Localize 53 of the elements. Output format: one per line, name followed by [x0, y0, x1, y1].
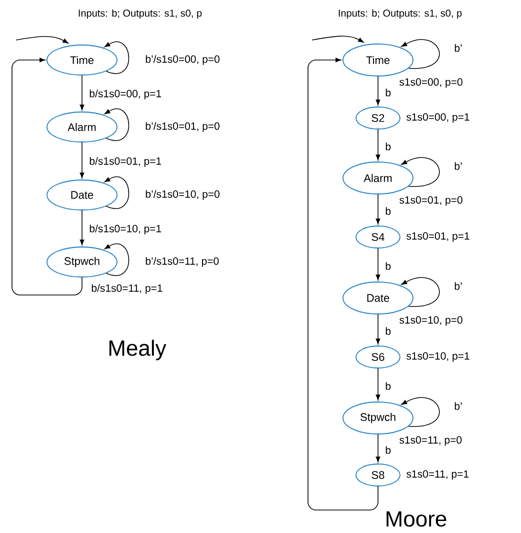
edge-label: b’/s1s0=10, p=0 [144, 189, 221, 201]
output-label: s1s0=10, p=1 [406, 352, 470, 362]
machine-label: Moore [386, 511, 446, 527]
edge-label: b’ [453, 281, 464, 291]
edge-label: b’/s1s0=11, p=0 [144, 256, 220, 268]
output-label: s1s0=01, p=1 [406, 232, 470, 242]
edge-label: b’ [453, 43, 464, 53]
edge-label: b/s1s0=00, p=1 [88, 88, 163, 100]
self-loop-arrow [104, 108, 130, 141]
edge-label: b [384, 88, 392, 98]
output-label: s1s0=10, p=0 [400, 316, 462, 326]
arrow [376, 314, 380, 344]
self-loop-arrow [401, 397, 440, 427]
self-loop-arrow [104, 42, 130, 74]
edge-label: b/s1s0=01, p=1 [88, 156, 163, 168]
start-arrow [16, 36, 68, 44]
arrow [80, 142, 84, 178]
edge-label: b [384, 206, 392, 216]
self-loop-arrow [104, 244, 130, 276]
self-loop-arrow [401, 277, 440, 307]
start-arrow [312, 36, 364, 43]
edge-label: b [384, 381, 392, 391]
edge-label: b [384, 142, 392, 152]
machine-label: Mealy [109, 340, 166, 360]
output-label: s1s0=01, p=0 [400, 196, 462, 206]
edge-label: b’/s1s0=00, p=0 [144, 54, 221, 66]
edge-label: b’ [453, 161, 464, 171]
heading: Inputs: b; Outputs: s1, s0, p [78, 9, 202, 19]
edge-label: b’/s1s0=01, p=0 [144, 121, 221, 133]
edge-label: b [384, 445, 392, 455]
self-loop-arrow [104, 176, 130, 209]
self-loop-arrow [401, 39, 440, 69]
arrow [376, 76, 380, 106]
return-arrow [308, 58, 378, 510]
output-label: s1s0=11, p=1 [406, 470, 469, 480]
arrow [376, 248, 380, 280]
output-label: s1s0=00, p=1 [406, 113, 470, 123]
return-arrow [12, 58, 82, 296]
arrow [376, 368, 380, 400]
output-label: s1s0=11, p=0 [400, 436, 462, 446]
arrow [376, 129, 380, 160]
arrow [80, 75, 84, 110]
edge-label: b/s1s0=11, p=1 [90, 283, 164, 295]
edge-label: b/s1s0=10, p=1 [88, 224, 163, 236]
heading: Inputs: b; Outputs: s1, s0, p [338, 9, 462, 19]
edge-label: b [384, 326, 392, 336]
arrow [80, 210, 84, 246]
output-label: s1s0=00, p=0 [400, 78, 462, 88]
self-loop-arrow [401, 157, 440, 187]
arrow [376, 434, 380, 462]
edge-label: b’ [453, 401, 464, 411]
edge-label: b [384, 261, 392, 271]
arrow [376, 194, 380, 224]
